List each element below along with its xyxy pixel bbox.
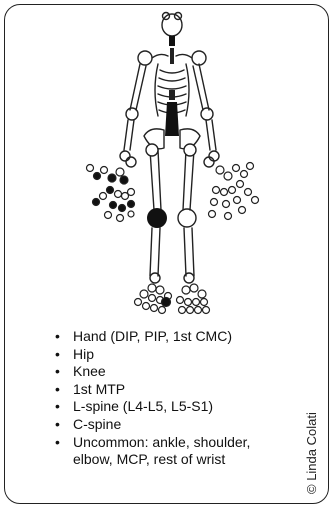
joint-legend: • Hand (DIP, PIP, 1st CMC) • Hip • Knee • 1s…	[55, 328, 250, 469]
bullet: •	[55, 346, 60, 364]
legend-item: • Hand (DIP, PIP, 1st CMC)	[55, 328, 250, 346]
legend-item-hand: Hand (DIP, PIP, 1st CMC)	[73, 328, 232, 344]
legend-item-knee: Knee	[73, 363, 106, 379]
skull	[162, 13, 182, 37]
skeleton-figure	[0, 0, 335, 330]
legend-item-uncommon: Uncommon: ankle, shoulder,	[73, 434, 250, 450]
lumbar-spine-joint	[165, 102, 179, 136]
copyright-credit: © Linda Colati	[304, 412, 319, 494]
bullet: •	[55, 328, 60, 346]
knee-joint-affected	[147, 208, 167, 228]
bullet: •	[55, 381, 60, 399]
spine	[165, 36, 179, 136]
legend-item: • Uncommon: ankle, shoulder,	[55, 434, 250, 452]
legend-item: • Knee	[55, 363, 250, 381]
legend-item-continuation: elbow, MCP, rest of wrist	[55, 451, 250, 469]
bullet: •	[55, 416, 60, 434]
hip-joint-left	[184, 144, 196, 156]
hip-joint-right	[146, 144, 158, 156]
foot-right	[135, 284, 172, 314]
legend-item: • 1st MTP	[55, 381, 250, 399]
mtp-joint-affected	[162, 298, 171, 307]
foot-left	[177, 284, 210, 314]
bullet: •	[55, 434, 60, 452]
cervical-spine-joint	[169, 36, 175, 46]
hand-unaffected	[209, 163, 259, 220]
legend-item-l-spine: L-spine (L4-L5, L5-S1)	[73, 398, 213, 414]
legend-item-c-spine: C-spine	[73, 416, 121, 432]
legend-item-uncommon-continued: elbow, MCP, rest of wrist	[73, 451, 225, 467]
hand-affected	[87, 165, 135, 222]
legend-item: • L-spine (L4-L5, L5-S1)	[55, 398, 250, 416]
legend-item: • C-spine	[55, 416, 250, 434]
legend-item-mtp: 1st MTP	[73, 381, 125, 397]
bullet: •	[55, 363, 60, 381]
legend-item-hip: Hip	[73, 346, 94, 362]
legend-item: • Hip	[55, 346, 250, 364]
bullet: •	[55, 398, 60, 416]
